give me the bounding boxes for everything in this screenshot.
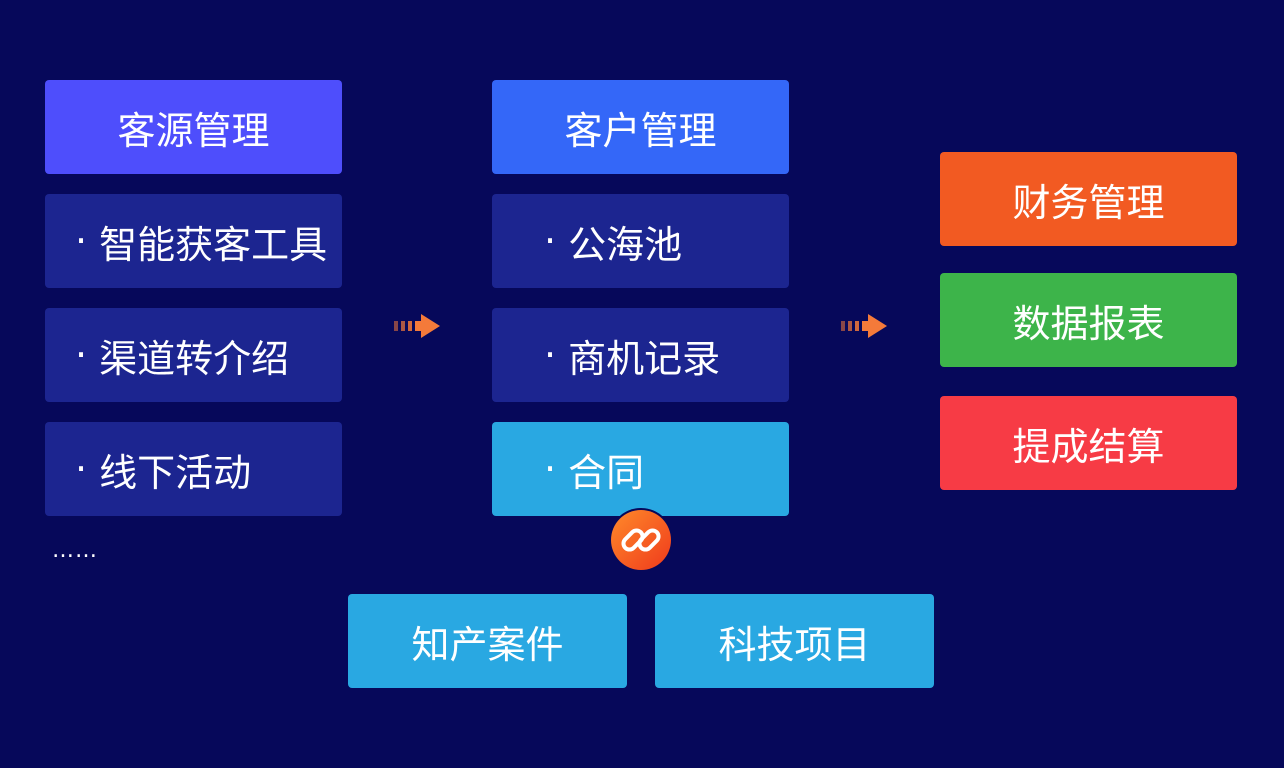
tech-projects-label: 科技项目 [718, 622, 871, 667]
col2-item-public-pool: · 公海池 [492, 194, 789, 288]
bullet: · [544, 333, 557, 377]
customer-management-header: 客户管理 [492, 80, 789, 174]
ip-cases-box: 知产案件 [348, 594, 627, 688]
dotted-arrow-right-icon [394, 314, 440, 338]
ip-cases-label: 知产案件 [411, 622, 564, 667]
more-ellipsis: …… [52, 538, 98, 563]
col2-item-label: 商机记录 [568, 336, 721, 381]
commission-settlement-label: 提成结算 [1012, 424, 1165, 469]
data-report-label: 数据报表 [1012, 301, 1165, 346]
customer-management-header-label: 客户管理 [564, 108, 717, 153]
bullet: · [75, 219, 88, 263]
col1-item-channel-referral: · 渠道转介绍 [45, 308, 342, 402]
bullet: · [544, 447, 557, 491]
customer-source-header-label: 客源管理 [117, 108, 270, 153]
link-chain-icon [609, 508, 673, 572]
col1-item-label: 渠道转介绍 [99, 336, 290, 381]
col1-item-offline-events: · 线下活动 [45, 422, 342, 516]
customer-source-header: 客源管理 [45, 80, 342, 174]
commission-settlement-box: 提成结算 [940, 396, 1237, 490]
col2-item-label: 公海池 [568, 222, 683, 267]
data-report-box: 数据报表 [940, 273, 1237, 367]
col1-item-label: 线下活动 [99, 450, 252, 495]
bullet: · [544, 219, 557, 263]
tech-projects-box: 科技项目 [655, 594, 934, 688]
finance-management-label: 财务管理 [1012, 180, 1165, 225]
col2-item-contract: · 合同 [492, 422, 789, 516]
bullet: · [75, 333, 88, 377]
bullet: · [75, 447, 88, 491]
col2-item-label: 合同 [568, 450, 645, 495]
col1-item-smart-acquisition: · 智能获客工具 [45, 194, 342, 288]
finance-management-box: 财务管理 [940, 152, 1237, 246]
col1-item-label: 智能获客工具 [99, 222, 328, 267]
col2-item-opportunity-records: · 商机记录 [492, 308, 789, 402]
dotted-arrow-right-icon [841, 314, 887, 338]
